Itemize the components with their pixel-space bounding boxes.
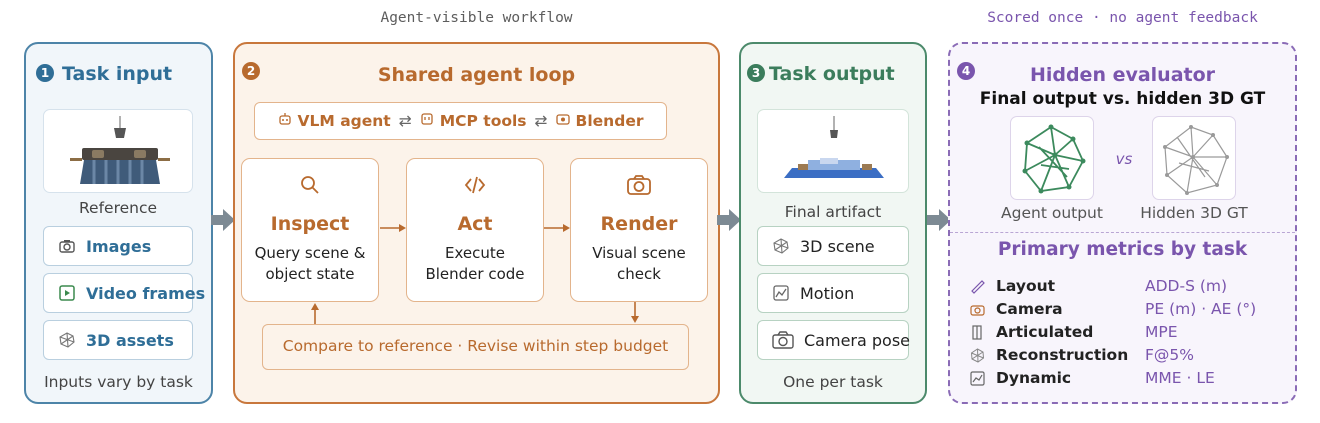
blender-icon — [555, 112, 570, 130]
evaluator-panel — [948, 42, 1297, 404]
input-item-label: Images — [86, 236, 152, 256]
metrics-title: Primary metrics by task — [997, 239, 1248, 260]
agent-tool-chain: VLM agent ⇄ MCP tools ⇄ Blender — [254, 102, 667, 140]
metric-value: MME · LE — [1145, 369, 1215, 387]
metric-row-reconstruction: Reconstruction F@5% — [970, 346, 1270, 368]
flow-arrow-2 — [717, 209, 741, 231]
metric-row-layout: Layout ADD-S (m) — [970, 277, 1270, 299]
gt-mesh-icon — [1163, 125, 1229, 195]
bed-icon — [70, 116, 170, 184]
final-artifact-image — [757, 109, 909, 193]
agent-mesh-icon — [1022, 124, 1086, 194]
loop-number: 2 — [242, 62, 260, 82]
metric-value: F@5% — [1145, 346, 1195, 364]
step-desc: Query scene &object state — [254, 244, 366, 283]
output-item-label: Motion — [800, 283, 855, 303]
exchange-icon: ⇄ — [398, 112, 412, 130]
scene-render-icon — [784, 116, 884, 178]
ruler-icon — [970, 279, 985, 298]
metric-task: Camera — [996, 300, 1063, 318]
robot-icon — [278, 112, 292, 130]
agent-output-label: Agent output — [1001, 204, 1103, 222]
input-item-label: 3D assets — [86, 330, 174, 350]
output-item-camera-pose: Camera pose — [757, 320, 910, 360]
workflow-caption: Agent-visible workflow — [380, 10, 573, 26]
video-icon — [58, 284, 76, 302]
metric-task: Reconstruction — [996, 346, 1129, 364]
evaluator-subtitle: Final output vs. hidden 3D GT — [979, 89, 1266, 109]
output-item-3d-scene: 3D scene — [757, 226, 909, 266]
chain-app: Blender — [575, 112, 644, 130]
agent-loop-title: Shared agent loop — [377, 64, 576, 86]
evaluator-number: 4 — [957, 62, 975, 82]
step-number-3: 3 — [747, 64, 765, 82]
metric-task: Dynamic — [996, 369, 1072, 387]
step-inspect: Inspect Query scene &object state — [241, 158, 379, 302]
camera-icon — [58, 237, 76, 255]
exchange-icon: ⇄ — [534, 112, 548, 130]
task-input-header: 1 Task input — [36, 63, 172, 85]
input-item-label: Video frames — [86, 283, 206, 303]
task-input-title: Task input — [62, 63, 173, 85]
search-icon — [242, 173, 378, 201]
chart-icon — [970, 371, 985, 390]
chart-icon — [772, 284, 790, 302]
reference-image — [43, 109, 193, 193]
metric-task: Layout — [996, 277, 1056, 295]
evaluator-divider — [950, 232, 1295, 233]
evaluator-title: Hidden evaluator — [1029, 64, 1216, 86]
output-item-label: Camera pose — [804, 330, 910, 350]
mesh-icon — [58, 331, 76, 349]
metric-value: MPE — [1145, 323, 1178, 341]
output-footer: One per task — [783, 373, 883, 391]
input-item-images: Images — [43, 226, 193, 266]
metric-task: Articulated — [996, 323, 1094, 341]
step-title: Render — [600, 213, 678, 235]
artifact-label: Final artifact — [784, 203, 882, 221]
output-item-label: 3D scene — [800, 236, 875, 256]
flow-arrow-1 — [211, 209, 235, 231]
step-title: Inspect — [270, 213, 350, 235]
step-number-1: 1 — [36, 64, 54, 82]
vs-label: vs — [1115, 150, 1133, 168]
agent-output-mesh — [1010, 116, 1094, 200]
compare-revise-box: Compare to reference · Revise within ste… — [262, 324, 689, 370]
input-footer: Inputs vary by task — [44, 373, 193, 391]
chain-tools: MCP tools — [439, 112, 527, 130]
gt-label: Hidden 3D GT — [1140, 204, 1248, 222]
camera-icon — [571, 173, 707, 201]
task-output-title: Task output — [769, 63, 895, 85]
code-icon — [407, 173, 543, 201]
input-item-3d-assets: 3D assets — [43, 320, 193, 360]
step-title: Act — [457, 213, 493, 235]
plug-icon — [420, 112, 434, 130]
metric-row-camera: Camera PE (m) · AE (°) — [970, 300, 1270, 322]
metric-value: PE (m) · AE (°) — [1145, 300, 1257, 318]
metric-row-articulated: Articulated MPE — [970, 323, 1270, 345]
arrow-act-render — [544, 224, 570, 232]
hinge-icon — [970, 325, 985, 344]
camera-icon — [970, 302, 985, 321]
scored-caption: Scored once · no agent feedback — [987, 10, 1258, 26]
metric-row-dynamic: Dynamic MME · LE — [970, 369, 1270, 391]
reference-label: Reference — [78, 199, 158, 217]
camera-icon — [772, 331, 794, 349]
arrow-render-compare — [631, 302, 639, 323]
output-item-motion: Motion — [757, 273, 909, 313]
gt-mesh — [1152, 116, 1236, 200]
input-item-video-frames: Video frames — [43, 273, 205, 313]
arrow-compare-inspect — [311, 303, 319, 324]
metric-value: ADD-S (m) — [1145, 277, 1228, 295]
mesh-icon — [772, 237, 790, 255]
chain-agent: VLM agent — [297, 112, 391, 130]
mesh-icon — [970, 348, 985, 367]
flow-arrow-3 — [927, 209, 951, 231]
arrow-inspect-act — [380, 224, 406, 232]
